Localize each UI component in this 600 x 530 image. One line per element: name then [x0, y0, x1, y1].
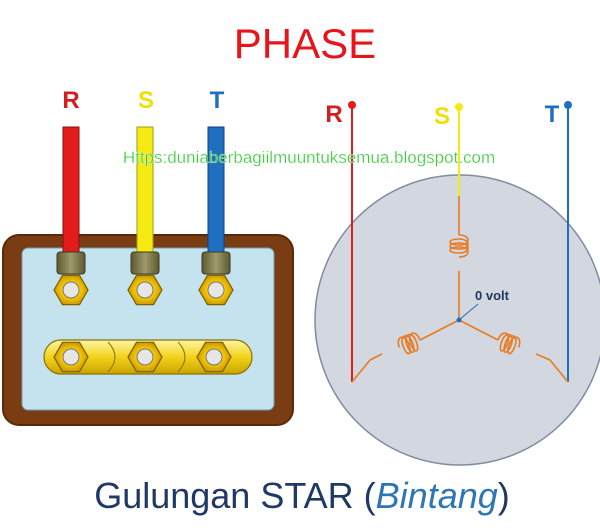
caption-suffix: )	[498, 475, 510, 516]
terminal-nut-top-2	[127, 274, 163, 306]
caption-prefix: Gulungan STAR (	[94, 475, 375, 516]
terminal-nut-bottom-3	[196, 341, 232, 373]
winding-label-s: S	[434, 103, 450, 130]
wire-t	[207, 126, 225, 256]
lug-t	[201, 251, 231, 275]
terminal-box-diagram: R S T	[2, 87, 294, 426]
terminal-nut-bottom-2	[127, 341, 163, 373]
phase-label-t: T	[210, 87, 225, 114]
neutral-pointer	[458, 303, 479, 321]
lug-r	[56, 251, 86, 275]
winding-coil-t	[458, 319, 569, 383]
caption-italic: Bintang	[376, 475, 498, 516]
winding-label-r: R	[325, 101, 342, 128]
terminal-nut-top-3	[198, 274, 234, 306]
diagram-title: PHASE	[234, 20, 376, 67]
wire-s	[136, 126, 154, 256]
winding-label-t: T	[545, 101, 560, 128]
phase-label-r: R	[62, 87, 79, 114]
lug-s	[130, 251, 160, 275]
star-winding-diagram: R S T	[314, 101, 600, 466]
terminal-nut-bottom-1	[53, 341, 89, 373]
winding-coil-s	[449, 196, 469, 320]
diagram-caption: Gulungan STAR (Bintang)	[94, 475, 510, 516]
terminal-nut-top-1	[53, 274, 89, 306]
neutral-voltage-label: 0 volt	[475, 288, 510, 303]
phase-label-s: S	[138, 87, 154, 114]
wire-r	[62, 126, 80, 256]
watermark-url: Https:duniaberbagiilmuuntuksemua.blogspo…	[123, 148, 495, 167]
winding-coil-r	[351, 319, 460, 383]
